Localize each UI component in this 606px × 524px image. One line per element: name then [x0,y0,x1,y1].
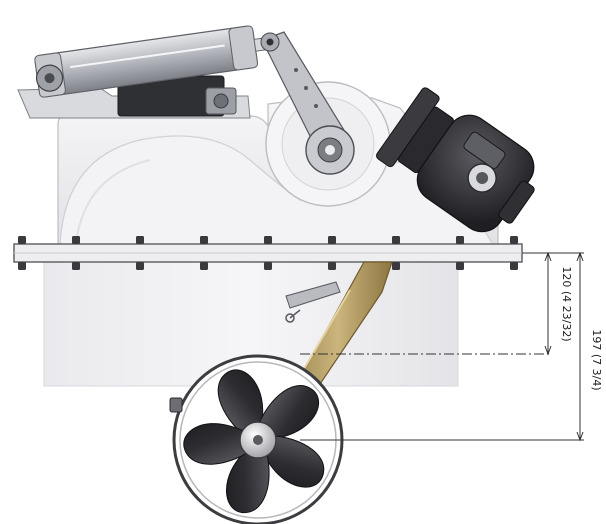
bolt-icon [392,236,400,270]
actuator-mount [17,75,251,119]
dimension-lines [300,251,584,442]
lever-arm [260,31,351,157]
flange-bolts [18,236,518,270]
dimension-label-long: 197 (7 3/4) [590,329,603,390]
mounting-flange [13,243,523,263]
electric-motor [376,87,535,233]
wheel-hub [305,125,355,175]
bolt-icon [456,236,464,270]
bolt-icon [18,236,26,270]
bolt-icon [264,236,272,270]
bolt-icon [200,236,208,270]
dimension-label-short: 120 (4 23/32) [560,266,573,341]
linear-actuator [34,25,283,98]
bolt-icon [328,236,336,270]
propeller-hub [239,421,277,459]
bolt-icon [510,236,518,270]
bolt-icon [136,236,144,270]
bolt-icon [72,236,80,270]
